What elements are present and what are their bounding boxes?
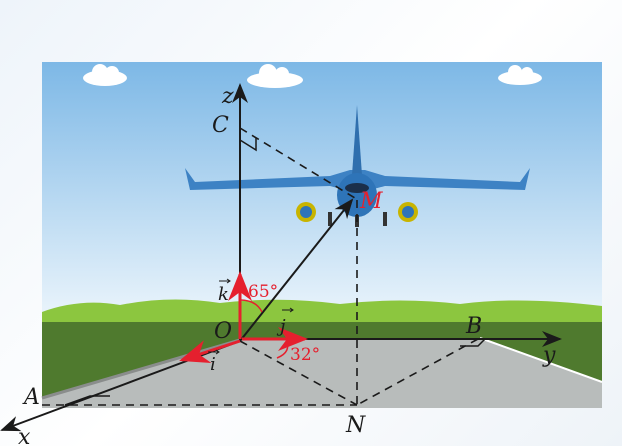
i-vector: [179, 339, 241, 363]
label-C: C: [212, 113, 229, 138]
label-N: N: [345, 413, 366, 438]
vector-arrow-icon: [219, 278, 231, 284]
label-j: j: [276, 316, 286, 337]
angle-32-label: 32°: [290, 345, 320, 365]
label-k: k: [218, 284, 229, 305]
vector-arrow-icon: [208, 349, 220, 355]
right-angle-markers: [64, 138, 486, 406]
om-vector: [239, 198, 354, 342]
label-O: O: [214, 319, 232, 344]
label-z: z: [221, 84, 234, 109]
vector-arrow-icon: [282, 307, 294, 313]
label-B: B: [465, 314, 482, 339]
label-M: M: [359, 189, 383, 214]
label-x: x: [18, 425, 31, 446]
angle-65-arc: [239, 299, 263, 313]
label-i: i: [210, 354, 216, 375]
scene-background: [41, 62, 603, 408]
unit-vectors: [179, 271, 308, 363]
dashed-construction-lines: [42, 127, 479, 406]
angle-32-arc: [276, 338, 289, 359]
cloud-icon: [83, 64, 542, 88]
label-y: y: [542, 343, 556, 368]
label-A: A: [22, 385, 40, 410]
angle-65-label: 65°: [248, 282, 278, 302]
